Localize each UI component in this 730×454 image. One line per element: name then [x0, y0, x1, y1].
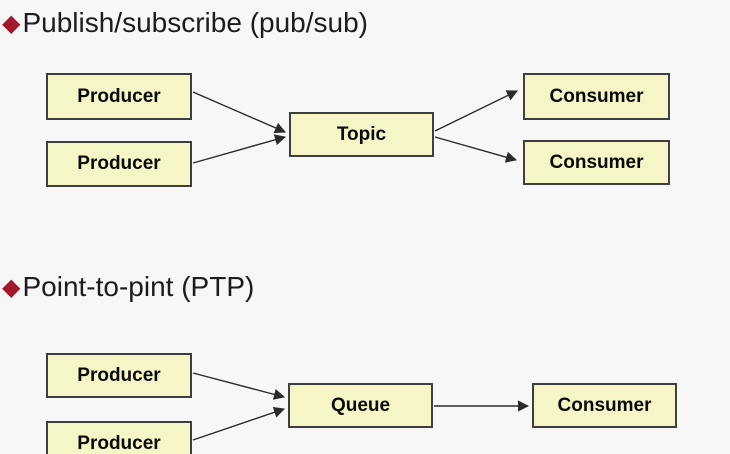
consumer-box: Consumer [523, 140, 670, 185]
section-title-text: Point-to-pint (PTP) [22, 271, 255, 302]
queue-box: Queue [288, 383, 433, 428]
diamond-bullet-icon: ◆ [2, 274, 21, 301]
consumer-box: Consumer [532, 383, 677, 428]
arrow-producer4-to-queue [192, 406, 286, 441]
arrow-producer2-to-topic [192, 134, 287, 164]
section-title-ptp: ◆ Point-to-pint (PTP) [2, 268, 254, 306]
arrow-producer1-to-topic [192, 91, 287, 134]
producer-box: Producer [46, 421, 192, 454]
section-title-pubsub: ◆ Publish/subscribe (pub/sub) [2, 4, 368, 42]
diamond-bullet-icon: ◆ [2, 10, 21, 37]
arrow-topic-to-consumer2 [434, 136, 518, 163]
consumer-box: Consumer [523, 73, 670, 120]
producer-box: Producer [46, 73, 192, 120]
arrow-topic-to-consumer1 [434, 90, 519, 132]
topic-box: Topic [289, 112, 434, 157]
arrow-producer3-to-queue [192, 372, 286, 400]
producer-box: Producer [46, 141, 192, 187]
producer-box: Producer [46, 353, 192, 398]
section-title-text: Publish/subscribe (pub/sub) [22, 7, 368, 38]
